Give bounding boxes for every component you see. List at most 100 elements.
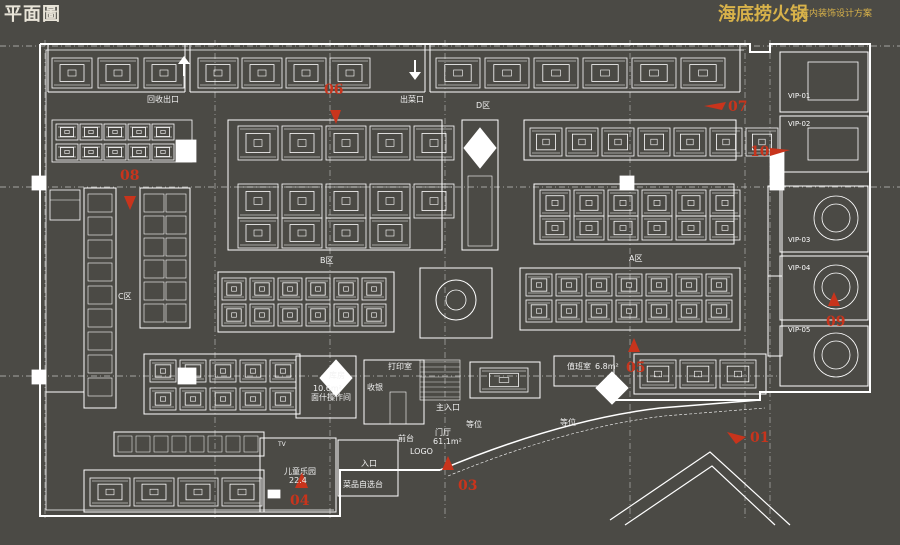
booth-table bbox=[689, 64, 717, 82]
column bbox=[31, 369, 47, 385]
view-marker-arrow-10 bbox=[770, 148, 790, 156]
booth-table bbox=[338, 282, 354, 296]
booth-se bbox=[719, 359, 757, 389]
booth-stove bbox=[88, 150, 94, 154]
table-zone-b bbox=[333, 303, 359, 327]
booth-stove bbox=[585, 200, 593, 206]
zone-c-column bbox=[139, 187, 191, 329]
inner-wall bbox=[45, 49, 744, 511]
booth-south bbox=[221, 477, 263, 507]
booth-stove bbox=[280, 368, 286, 374]
booth-table bbox=[590, 304, 608, 318]
booth-sw bbox=[179, 387, 207, 411]
booth-stove bbox=[341, 229, 351, 237]
kids-room bbox=[259, 437, 337, 513]
booth-table bbox=[444, 64, 472, 82]
booth-zone-a bbox=[745, 127, 779, 157]
waiting-label-1: 等位 bbox=[466, 420, 482, 429]
booth-stove bbox=[650, 138, 658, 146]
booth-stove bbox=[698, 69, 708, 77]
booth bbox=[127, 143, 151, 161]
booth-north bbox=[631, 57, 677, 89]
brand-logo-text: 海底捞火锅 bbox=[718, 4, 808, 25]
zone-c-booth bbox=[165, 303, 187, 323]
booth-stove bbox=[297, 139, 307, 147]
booth-stove bbox=[585, 225, 593, 231]
booth-table bbox=[560, 304, 578, 318]
booth-table bbox=[680, 278, 698, 292]
serve-arrow-icon bbox=[409, 60, 421, 80]
booth-table bbox=[226, 308, 242, 322]
booth-table bbox=[97, 483, 123, 501]
vip-table bbox=[807, 127, 859, 161]
booth-sw bbox=[209, 387, 237, 411]
booth-zone-a bbox=[565, 127, 599, 157]
booth-stove bbox=[542, 138, 550, 146]
booth bbox=[103, 123, 127, 141]
booth-table bbox=[650, 304, 668, 318]
buffet-tray bbox=[171, 435, 187, 453]
booth-stove bbox=[649, 69, 659, 77]
booth-table bbox=[84, 127, 99, 137]
booth-stove bbox=[656, 308, 662, 314]
booth-table bbox=[289, 191, 315, 211]
booth-stove bbox=[88, 130, 94, 134]
booth-zone-b bbox=[369, 217, 411, 249]
round-table-top bbox=[445, 289, 467, 311]
vip-table bbox=[807, 61, 859, 101]
booth-table bbox=[646, 365, 670, 383]
view-marker-arrow-03 bbox=[442, 456, 454, 470]
booth-table bbox=[131, 127, 146, 137]
service-column bbox=[175, 139, 197, 163]
round-table bbox=[435, 279, 477, 321]
zone-d-label: D区 bbox=[476, 101, 491, 110]
booth-table bbox=[60, 147, 75, 157]
vip-corridor bbox=[767, 275, 783, 357]
column bbox=[31, 175, 47, 191]
zone-c-booth bbox=[143, 215, 165, 235]
booth-stove bbox=[253, 139, 263, 147]
booth-table bbox=[545, 220, 565, 236]
booth-table bbox=[245, 133, 271, 153]
booth-stove bbox=[716, 282, 722, 288]
booth-table bbox=[545, 195, 565, 211]
booth-table bbox=[680, 133, 701, 151]
booth-table bbox=[590, 278, 608, 292]
booth-zone-b bbox=[281, 183, 323, 219]
store-room-label: 库房 bbox=[329, 371, 345, 380]
booth-table bbox=[560, 278, 578, 292]
booth-table bbox=[131, 147, 146, 157]
booth-sw bbox=[149, 387, 177, 411]
booth-zone-a bbox=[601, 127, 635, 157]
zone-c-column bbox=[83, 187, 117, 409]
booth-table bbox=[579, 220, 599, 236]
booth-stove bbox=[237, 488, 247, 496]
buffet-tray bbox=[135, 435, 151, 453]
vip-room bbox=[779, 325, 869, 387]
booth-table bbox=[310, 282, 326, 296]
table-zone-a bbox=[555, 299, 583, 323]
zone-a-upper-boundary bbox=[523, 119, 737, 161]
booth-table bbox=[366, 282, 382, 296]
vip-room-5-label: VIP-05 bbox=[788, 326, 811, 334]
booth-stove bbox=[653, 225, 661, 231]
booth-table bbox=[293, 64, 319, 82]
booth-table bbox=[493, 64, 521, 82]
booth-table bbox=[310, 308, 326, 322]
booth-stove bbox=[385, 229, 395, 237]
booth-stove bbox=[626, 308, 632, 314]
booth-stove bbox=[341, 197, 351, 205]
booth-table bbox=[620, 278, 638, 292]
booth-sw bbox=[269, 359, 297, 383]
vip-room-1-label: VIP-01 bbox=[788, 92, 811, 100]
zone-b-lower-boundary bbox=[217, 271, 395, 333]
booth-zone-a bbox=[675, 215, 707, 241]
booth-zone-a bbox=[673, 127, 707, 157]
booth-table bbox=[715, 220, 735, 236]
booth-sw bbox=[239, 387, 267, 411]
booth-se bbox=[639, 359, 677, 389]
booth-stove bbox=[343, 312, 349, 318]
booth-table bbox=[333, 133, 359, 153]
booth-table bbox=[141, 483, 167, 501]
zone-c-booth bbox=[87, 216, 113, 236]
